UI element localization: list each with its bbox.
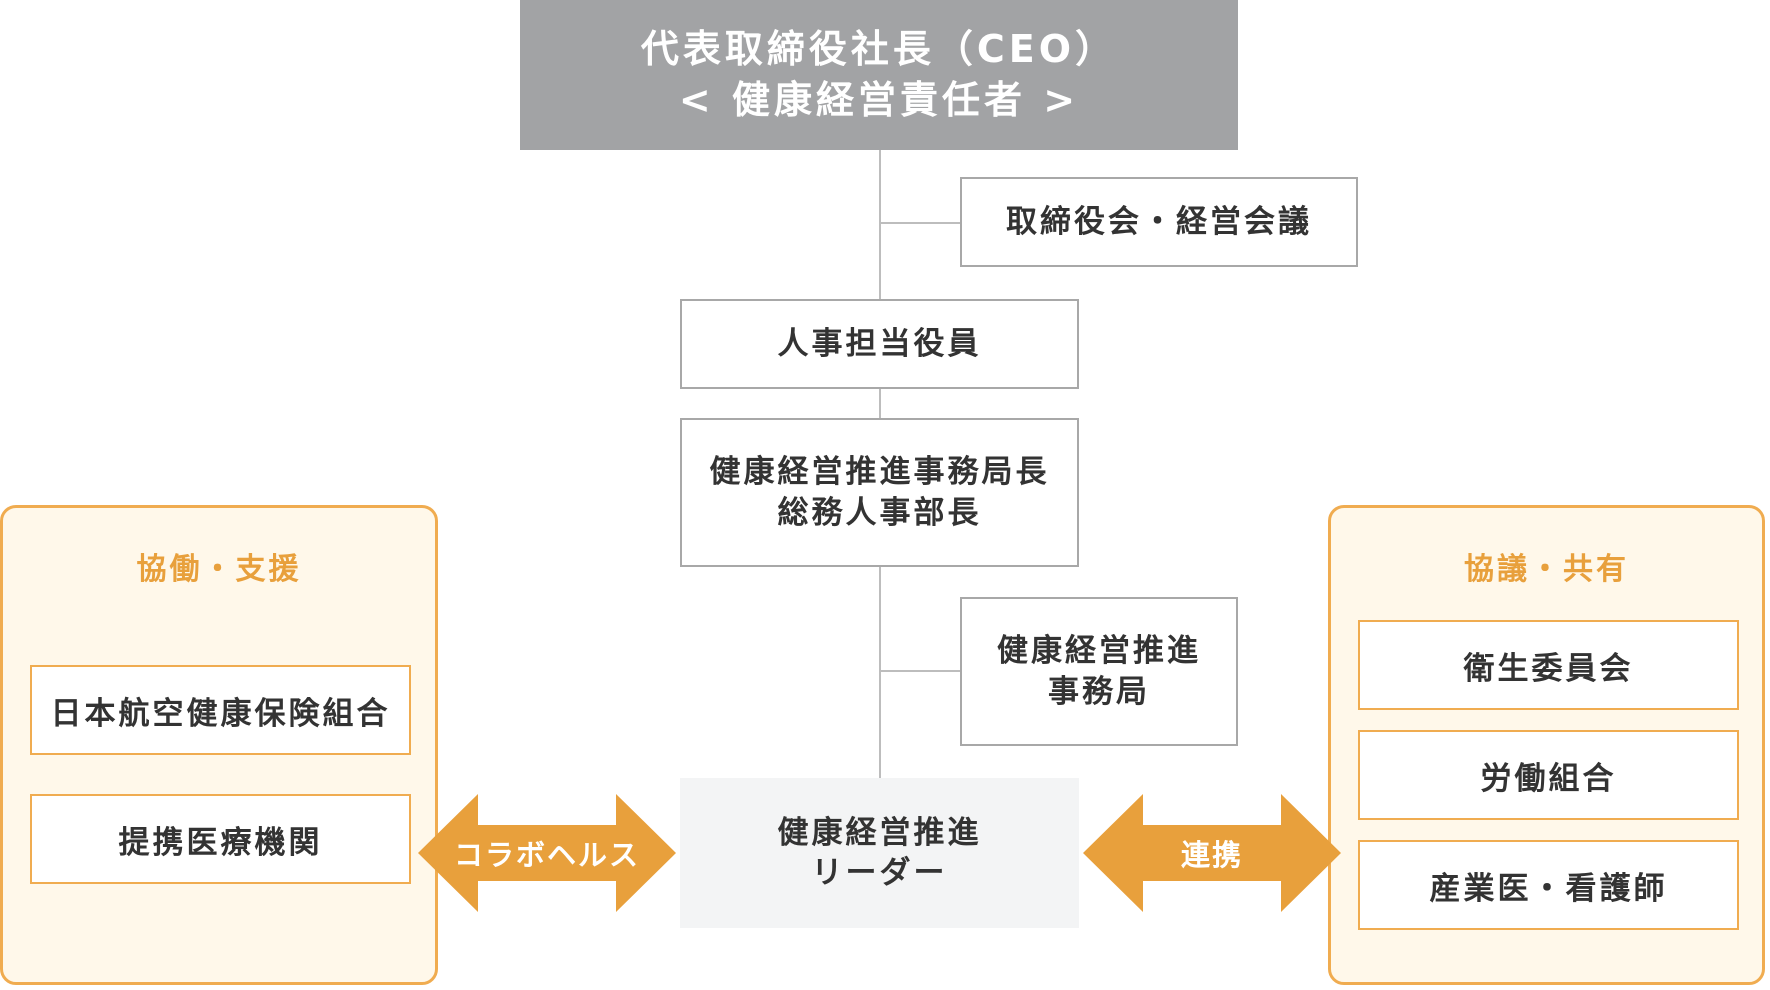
left-panel-item: 日本航空健康保険組合 [30, 665, 411, 755]
ceo-subtitle: < 健康経営責任者 > [678, 78, 1080, 122]
right-panel-item: 労働組合 [1358, 730, 1739, 820]
leader-line1: 健康経営推進 [777, 814, 982, 851]
director-subtitle: 総務人事部長 [777, 494, 982, 531]
board-label: 取締役会・経営会議 [1006, 203, 1312, 240]
left-panel-item: 提携医療機関 [30, 794, 411, 884]
collabo-health-arrow: コラボヘルス [418, 794, 676, 912]
leader-box: 健康経営推進 リーダー [680, 778, 1079, 928]
cooperation-arrow: 連携 [1083, 794, 1341, 912]
double-arrow-icon [1083, 794, 1341, 912]
right-panel-title: 協議・共有 [1464, 552, 1629, 587]
hr-officer-box: 人事担当役員 [680, 299, 1079, 389]
leader-line2: リーダー [811, 855, 948, 891]
board-branch-connector [881, 222, 960, 224]
double-arrow-icon [418, 794, 676, 912]
secretariat-line1: 健康経営推進 [997, 633, 1201, 670]
collabo-health-label: コラボヘルス [453, 838, 640, 872]
left-panel: 協働・支援 日本航空健康保険組合 提携医療機関 [0, 505, 438, 985]
hr-officer-label: 人事担当役員 [777, 325, 982, 362]
ceo-box: 代表取締役社長（CEO） < 健康経営責任者 > [520, 0, 1238, 150]
secretariat-line2: 事務局 [1048, 673, 1150, 710]
director-title: 健康経営推進事務局長 [709, 454, 1050, 491]
right-panel-item: 衛生委員会 [1358, 620, 1739, 710]
right-panel: 協議・共有 衛生委員会 労働組合 産業医・看護師 [1328, 505, 1765, 985]
left-panel-title: 協働・支援 [136, 552, 302, 587]
secretariat-branch-connector [881, 670, 960, 672]
cooperation-label: 連携 [1180, 838, 1243, 872]
right-panel-item: 産業医・看護師 [1358, 840, 1739, 930]
secretariat-box: 健康経営推進 事務局 [960, 597, 1238, 746]
ceo-title: 代表取締役社長（CEO） [640, 26, 1118, 71]
board-box: 取締役会・経営会議 [960, 177, 1358, 267]
director-box: 健康経営推進事務局長 総務人事部長 [680, 418, 1079, 567]
